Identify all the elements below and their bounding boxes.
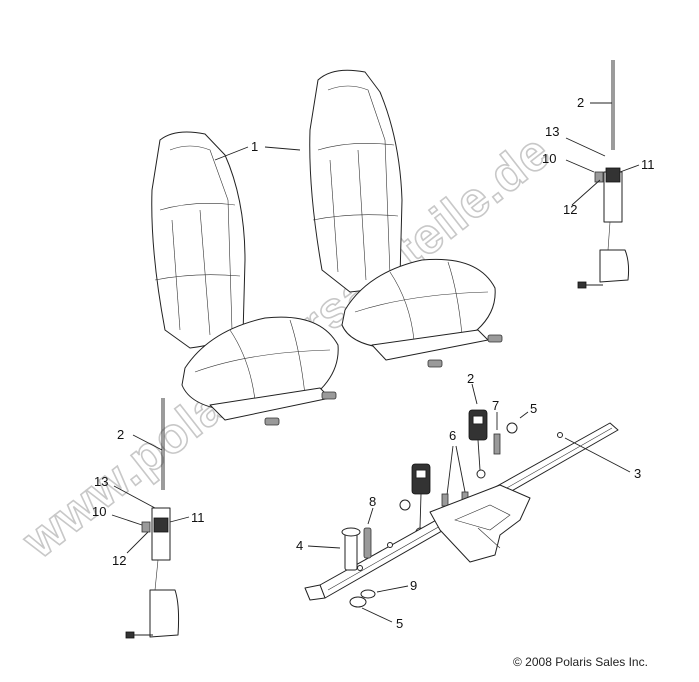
callout-seat: 1 xyxy=(251,139,258,154)
callout-clip: 8 xyxy=(369,494,376,509)
callout-12-top: 12 xyxy=(563,202,577,217)
nut-bottom-part xyxy=(349,596,367,608)
callout-nut-bottom: 5 xyxy=(396,616,403,631)
callout-belt-left: 2 xyxy=(117,427,124,442)
callout-11-left: 11 xyxy=(191,510,205,525)
crossbar-assembly xyxy=(304,422,619,601)
buckle-assembly xyxy=(411,409,488,537)
callout-pin: 4 xyxy=(296,538,303,553)
callout-10-top: 10 xyxy=(542,151,556,166)
callout-13-left: 13 xyxy=(94,474,108,489)
callout-crossbar: 3 xyxy=(634,466,641,481)
seat-right xyxy=(309,69,503,368)
nut-mid-part xyxy=(506,422,518,434)
callout-12-left: 12 xyxy=(112,553,126,568)
callout-bolt-small: 7 xyxy=(492,398,499,413)
seat-left xyxy=(151,131,339,426)
callout-belt-top: 2 xyxy=(577,95,584,110)
callout-bolt: 6 xyxy=(449,428,456,443)
callout-washer: 9 xyxy=(410,578,417,593)
callout-11-top: 11 xyxy=(641,157,655,172)
copyright-text: © 2008 Polaris Sales Inc. xyxy=(513,655,648,669)
washer-part xyxy=(360,589,376,599)
belt-assembly-top xyxy=(577,60,630,289)
callout-10-left: 10 xyxy=(92,504,106,519)
bolt-small-part xyxy=(493,433,501,455)
pin-part xyxy=(341,527,361,571)
callout-13-top: 13 xyxy=(545,124,559,139)
belt-assembly-left xyxy=(125,398,180,639)
callout-nut-mid: 5 xyxy=(530,401,537,416)
clip-part xyxy=(363,527,372,559)
callout-buckle: 2 xyxy=(467,371,474,386)
